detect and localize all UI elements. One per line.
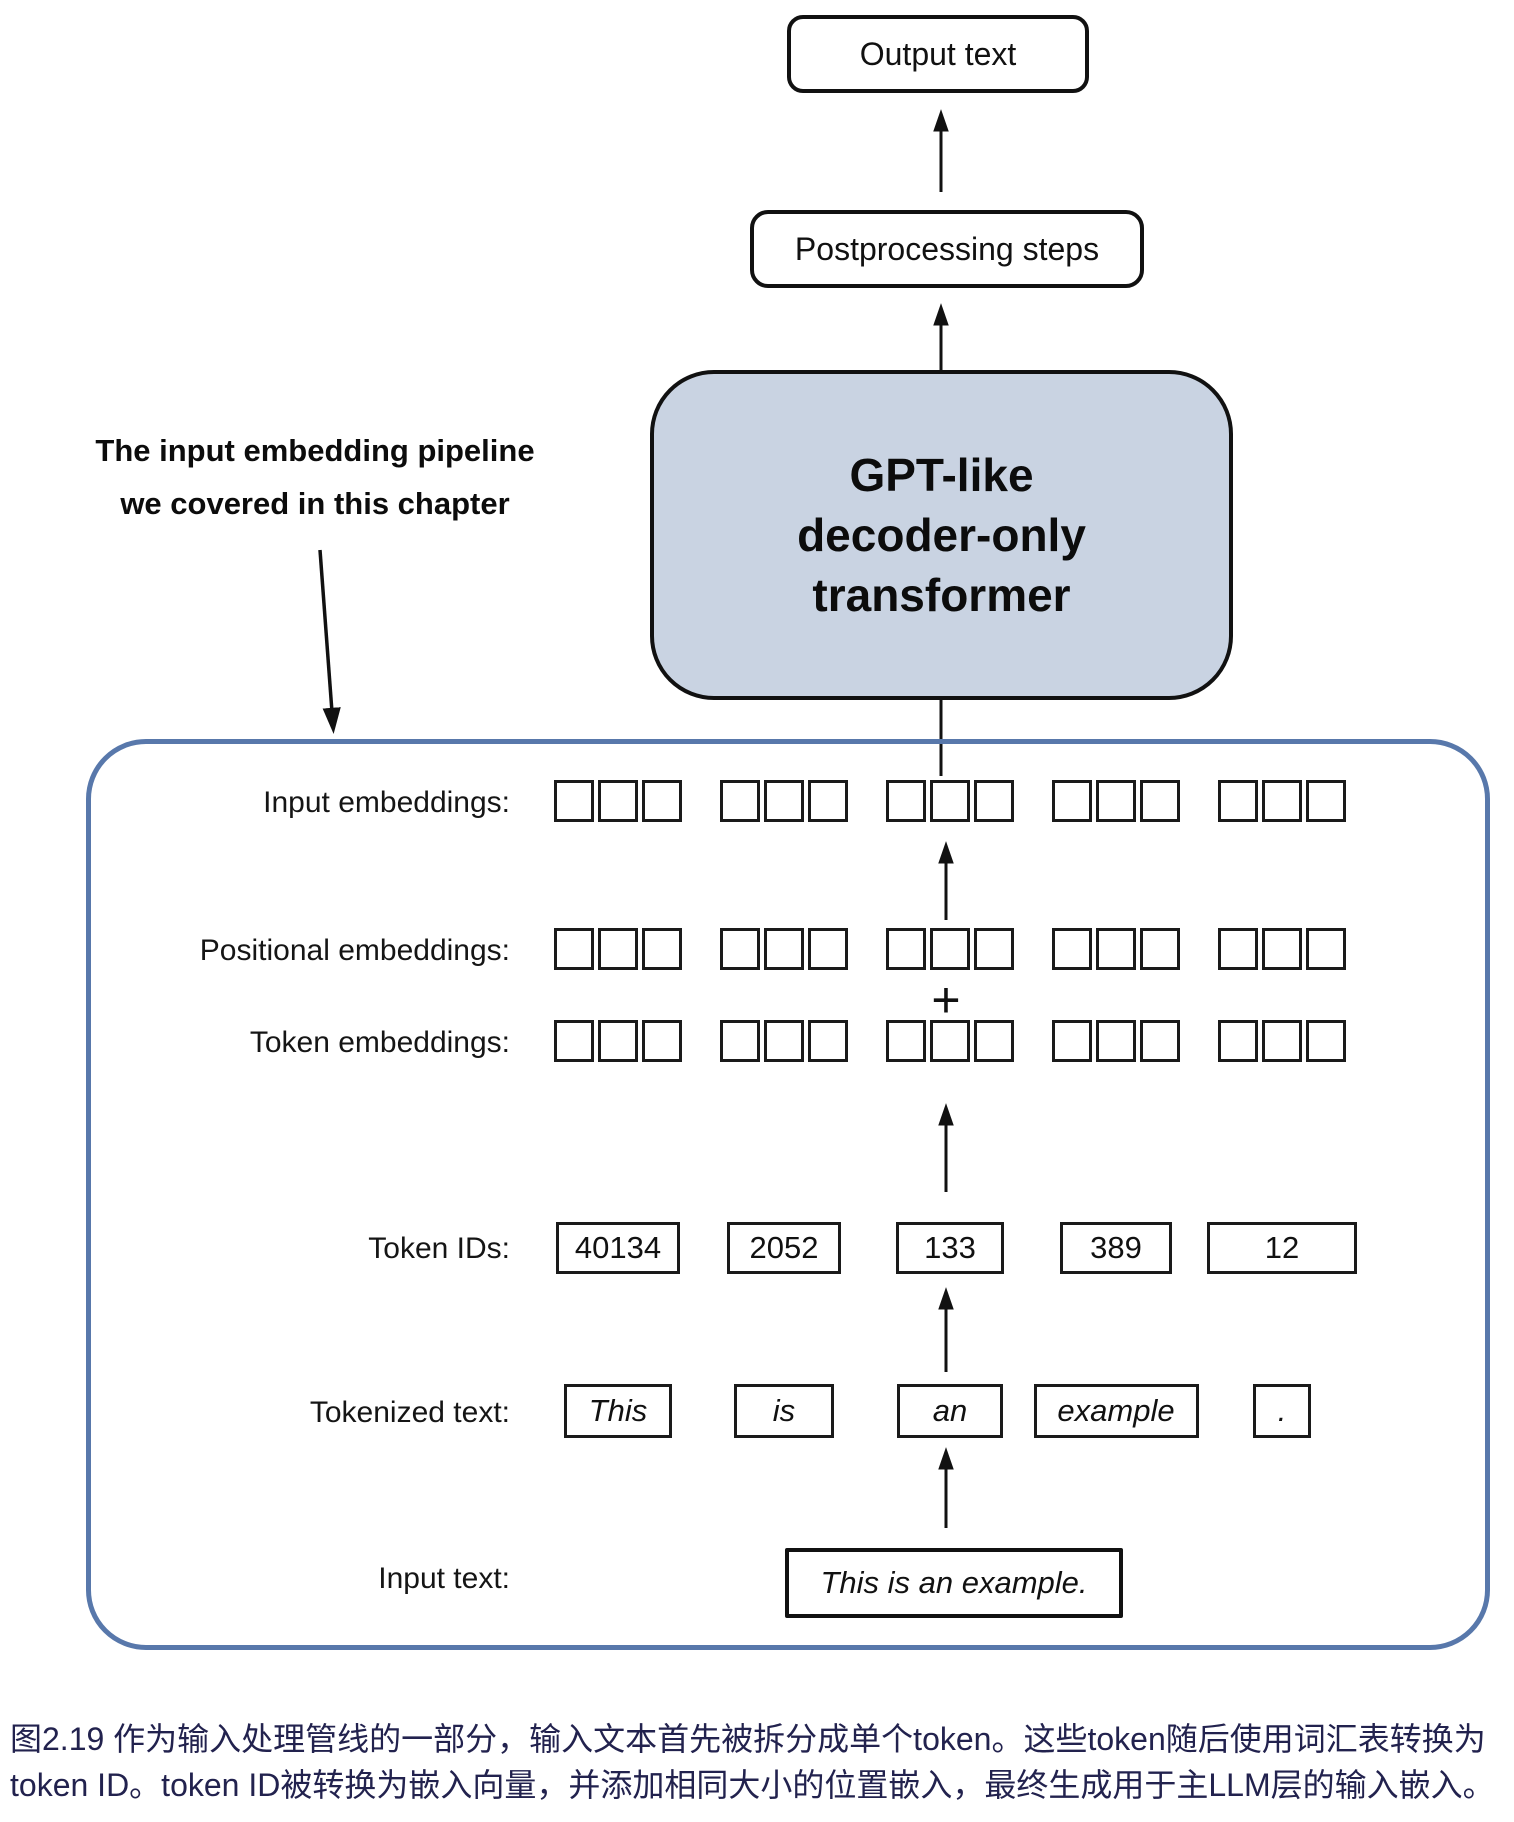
embedding-cell — [642, 780, 682, 822]
transformer-box: GPT-like decoder-only transformer — [650, 370, 1233, 700]
positional-embedding-vector — [886, 928, 1014, 970]
input-text-box: This is an example. — [785, 1548, 1123, 1618]
output-text-label: Output text — [859, 35, 1017, 72]
embedding-cell — [764, 928, 804, 970]
embedding-cell — [930, 928, 970, 970]
embedding-cell — [1052, 780, 1092, 822]
output-text-box: Output text — [787, 15, 1089, 93]
embedding-cell — [1262, 928, 1302, 970]
embedding-cell — [808, 780, 848, 822]
token-embedding-vector — [886, 1020, 1014, 1062]
transformer-label-line1: GPT-like — [849, 449, 1034, 501]
token-ids-label: Token IDs: — [368, 1232, 510, 1265]
input-embedding-vector — [886, 780, 1014, 822]
token-text-box: example — [1033, 1384, 1199, 1438]
token-text-box: is — [734, 1384, 834, 1438]
embedding-cell — [930, 780, 970, 822]
figure-caption: 图2.19 作为输入处理管线的一部分，输入文本首先被拆分成单个token。这些t… — [10, 1716, 1508, 1808]
embedding-cell — [886, 928, 926, 970]
input-embedding-vector — [1052, 780, 1180, 822]
embedding-cell — [1140, 1020, 1180, 1062]
embedding-cell — [598, 780, 638, 822]
transformer-label-line3: transformer — [812, 569, 1071, 621]
input-text-value: This is an example. — [820, 1565, 1088, 1600]
annotation-pointer-arrow-icon — [318, 549, 341, 734]
input-embedding-vector — [1218, 780, 1346, 822]
transformer-label-line2: decoder-only — [797, 509, 1086, 561]
embedding-cell — [764, 1020, 804, 1062]
embedding-cell — [886, 780, 926, 822]
embedding-cell — [764, 780, 804, 822]
input-embedding-vector — [554, 780, 682, 822]
embedding-cell — [1306, 928, 1346, 970]
embedding-cell — [808, 928, 848, 970]
embedding-cell — [1096, 928, 1136, 970]
positional-embedding-vector — [1218, 928, 1346, 970]
tokenized-text-label: Tokenized text: — [309, 1396, 510, 1429]
postprocessing-label: Postprocessing steps — [794, 230, 1100, 267]
embedding-cell — [1096, 780, 1136, 822]
token-embeddings-label: Token embeddings: — [249, 1026, 510, 1059]
embedding-cell — [720, 1020, 760, 1062]
embedding-cell — [808, 1020, 848, 1062]
embedding-cell — [1218, 1020, 1258, 1062]
plus-sign: + — [931, 972, 961, 1028]
positional-embedding-vector — [720, 928, 848, 970]
embedding-cell — [598, 928, 638, 970]
embedding-cell — [886, 1020, 926, 1062]
token-embedding-vector — [554, 1020, 682, 1062]
embedding-cell — [1052, 928, 1092, 970]
embedding-cell — [642, 928, 682, 970]
postprocessing-box: Postprocessing steps — [750, 210, 1144, 288]
embedding-cell — [1218, 928, 1258, 970]
token-embedding-vector — [1218, 1020, 1346, 1062]
embedding-cell — [974, 928, 1014, 970]
token-id-box: 389 — [1060, 1222, 1172, 1274]
positional-embeddings-label: Positional embeddings: — [199, 934, 510, 967]
token-text-box: This — [564, 1384, 672, 1438]
embedding-cell — [554, 1020, 594, 1062]
token-embedding-vector — [1052, 1020, 1180, 1062]
annotation-line1: The input embedding pipeline — [95, 433, 535, 468]
token-text-box: an — [897, 1384, 1003, 1438]
embedding-cell — [1306, 1020, 1346, 1062]
positional-embedding-vector — [554, 928, 682, 970]
embedding-cell — [1052, 1020, 1092, 1062]
embedding-cell — [554, 928, 594, 970]
token-id-box: 12 — [1207, 1222, 1357, 1274]
token-id-box: 40134 — [556, 1222, 680, 1274]
input-embeddings-label: Input embeddings: — [263, 786, 510, 819]
input-embedding-vector — [720, 780, 848, 822]
embedding-cell — [642, 1020, 682, 1062]
embedding-cell — [1140, 928, 1180, 970]
positional-embedding-vector — [1052, 928, 1180, 970]
embedding-cell — [1140, 780, 1180, 822]
embedding-cell — [720, 780, 760, 822]
token-text-box: . — [1253, 1384, 1311, 1438]
embedding-cell — [974, 1020, 1014, 1062]
embedding-cell — [1306, 780, 1346, 822]
token-id-box: 133 — [896, 1222, 1004, 1274]
embedding-cell — [1218, 780, 1258, 822]
input-text-label: Input text: — [378, 1562, 510, 1595]
caption-line1: 图2.19 作为输入处理管线的一部分，输入文本首先被拆分成单个token。这些t… — [10, 1721, 1486, 1757]
embedding-cell — [720, 928, 760, 970]
token-embedding-vector — [720, 1020, 848, 1062]
embedding-cell — [598, 1020, 638, 1062]
caption-line2: token ID。token ID被转换为嵌入向量，并添加相同大小的位置嵌入，最… — [10, 1767, 1495, 1803]
embedding-cell — [974, 780, 1014, 822]
embedding-cell — [554, 780, 594, 822]
annotation-line2: we covered in this chapter — [120, 486, 510, 521]
embedding-cell — [1262, 1020, 1302, 1062]
token-id-box: 2052 — [727, 1222, 841, 1274]
embedding-cell — [930, 1020, 970, 1062]
embedding-cell — [1262, 780, 1302, 822]
annotation-note: The input embedding pipeline we covered … — [80, 424, 550, 530]
embedding-cell — [1096, 1020, 1136, 1062]
embedding-pipeline-container — [86, 739, 1490, 1650]
